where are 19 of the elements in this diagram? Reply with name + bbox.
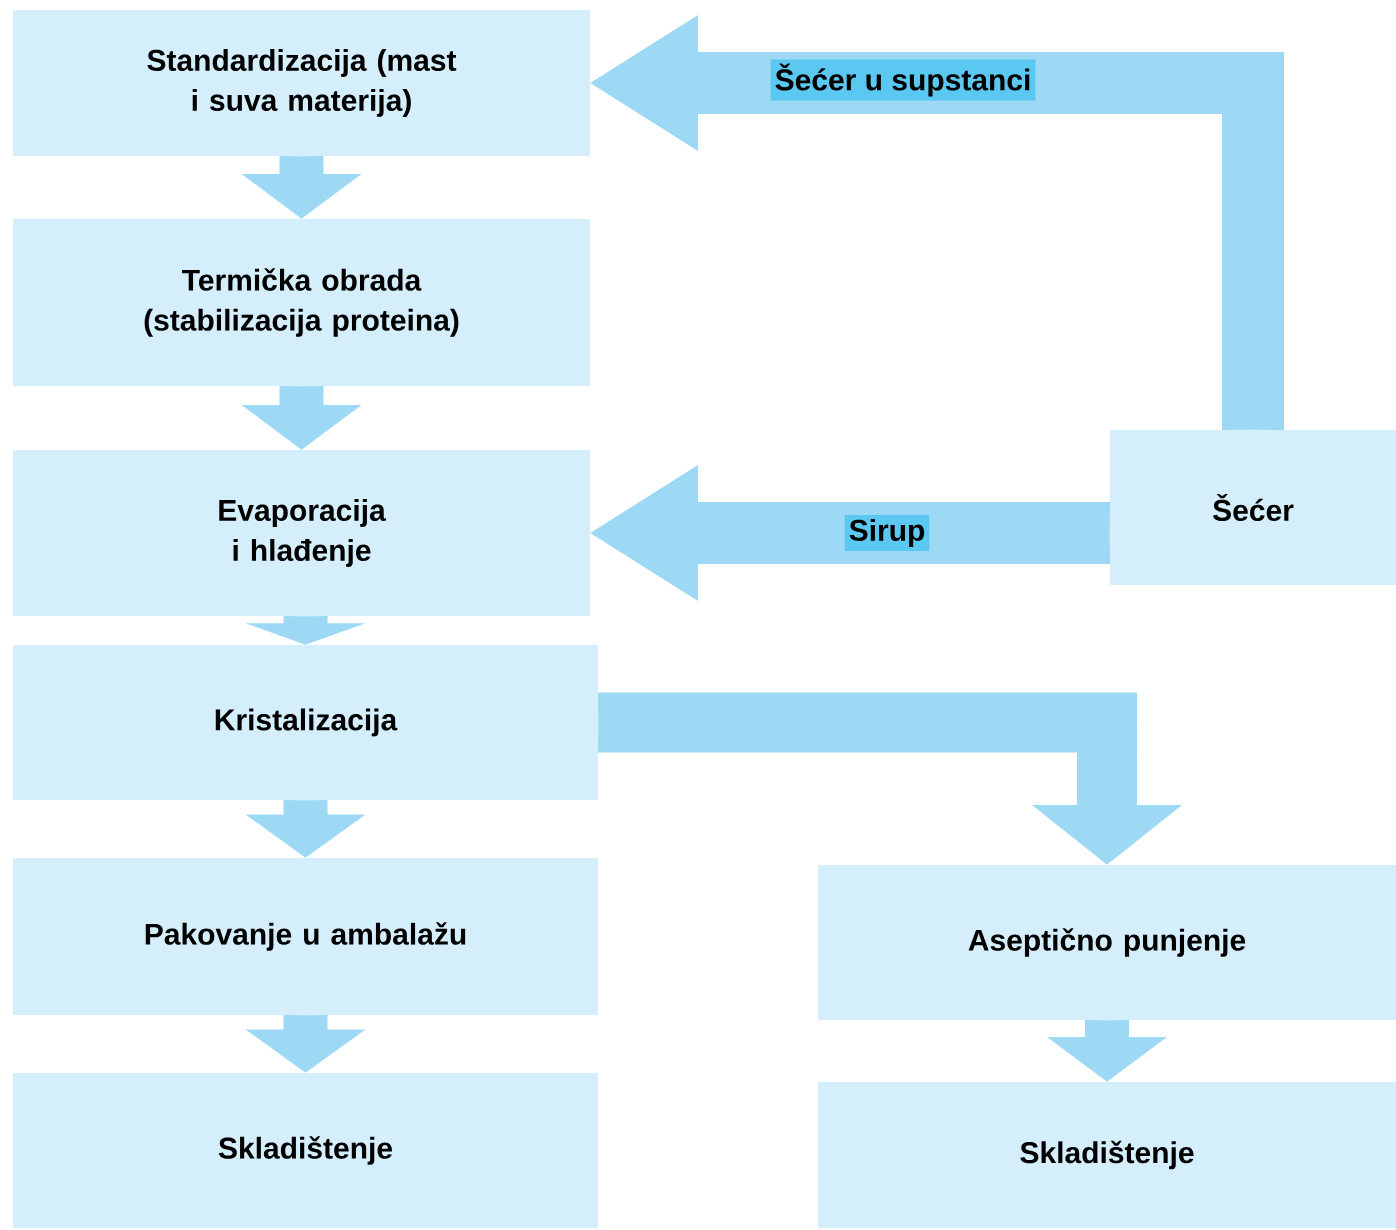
arrow bbox=[598, 692, 1182, 865]
process-box: Aseptično punjenje bbox=[818, 865, 1396, 1020]
edge-label: Šećer u supstanci bbox=[770, 59, 1036, 101]
arrow bbox=[245, 1015, 366, 1073]
process-box: Pakovanje u ambalažu bbox=[13, 858, 598, 1015]
process-box: Termička obrada (stabilizacija proteina) bbox=[13, 219, 590, 386]
arrow bbox=[590, 465, 1110, 601]
process-box: Skladištenje bbox=[13, 1073, 598, 1228]
process-box: Standardizacija (mast i suva materija) bbox=[13, 10, 590, 156]
arrow bbox=[1047, 1020, 1167, 1082]
arrow bbox=[245, 616, 366, 645]
process-box: Kristalizacija bbox=[13, 645, 598, 800]
process-box: Skladištenje bbox=[818, 1082, 1396, 1228]
arrow bbox=[241, 156, 362, 219]
process-box: Evaporacija i hlađenje bbox=[13, 450, 590, 616]
arrow bbox=[241, 386, 362, 450]
arrow bbox=[245, 800, 366, 858]
process-box: Šećer bbox=[1110, 430, 1396, 585]
edge-label: Sirup bbox=[844, 515, 930, 551]
